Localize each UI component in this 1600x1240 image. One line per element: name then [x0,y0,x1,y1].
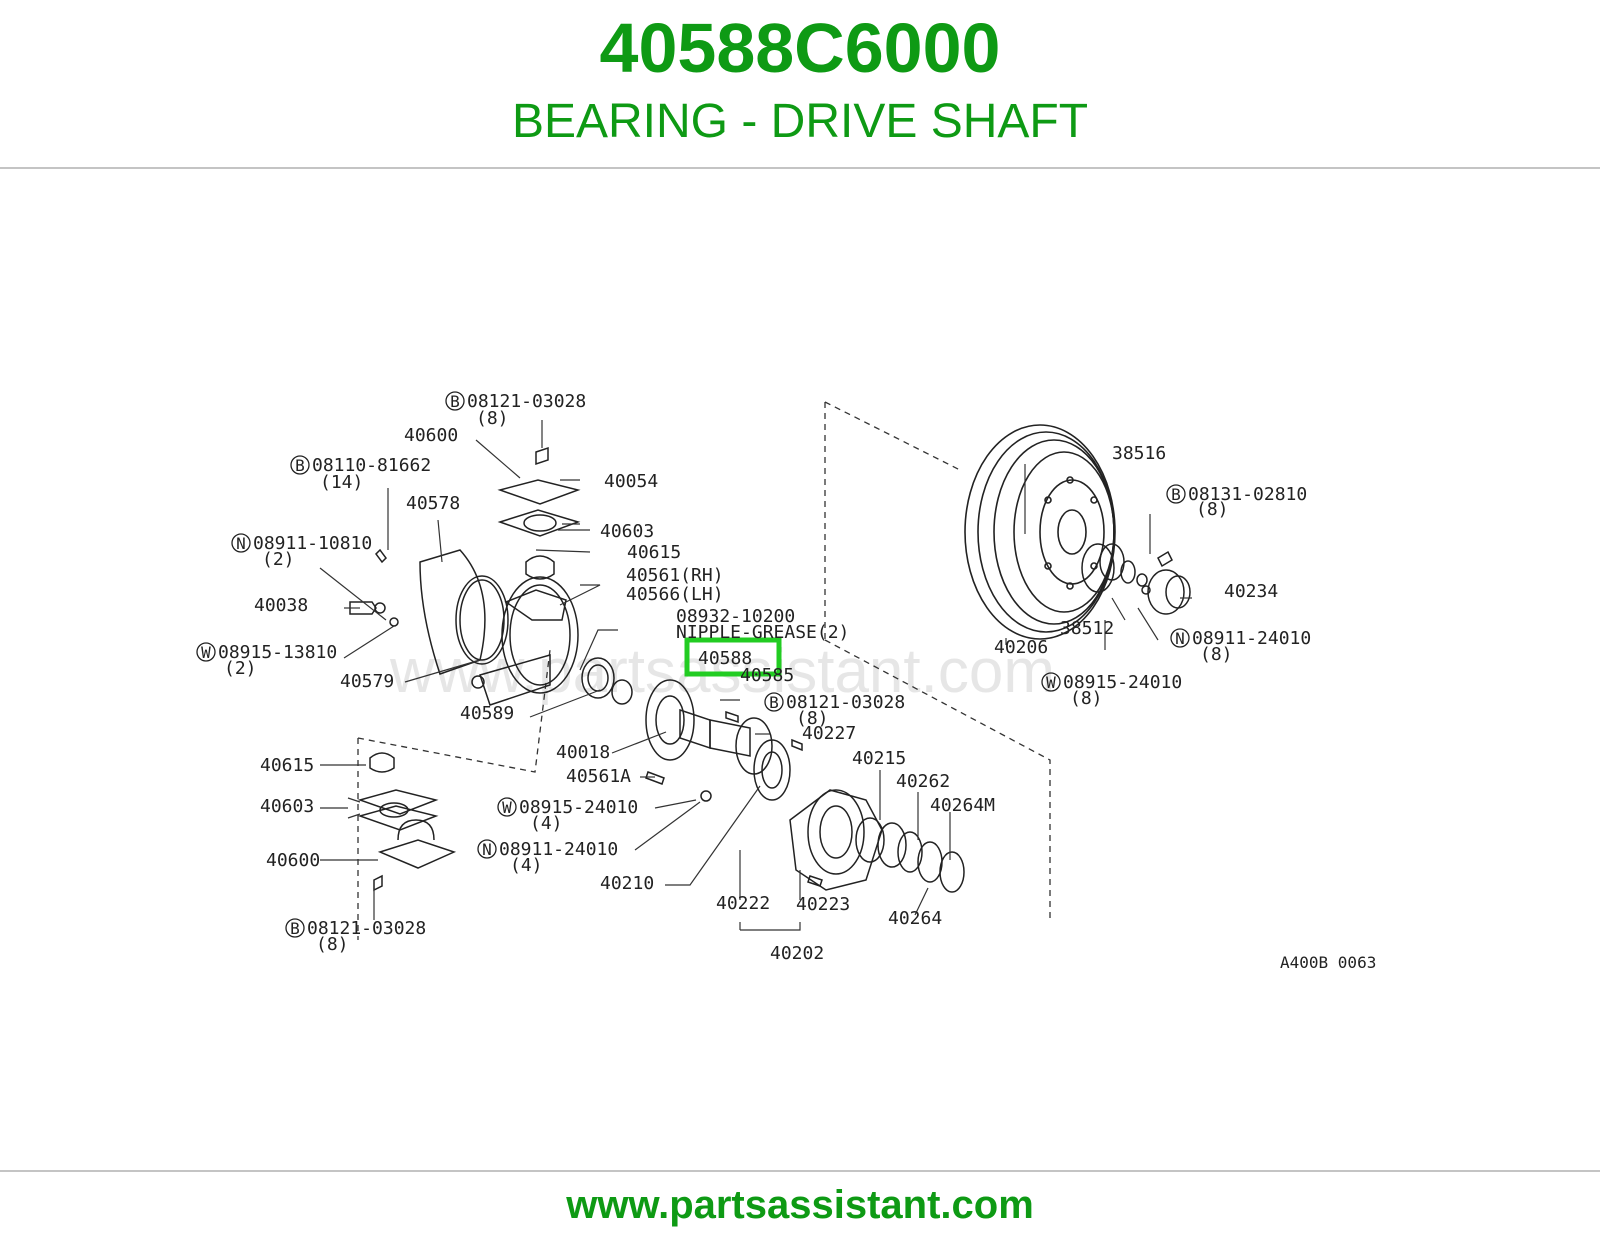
label-40585: 40585 [740,665,794,686]
marker-w: W [201,643,211,662]
marker-n: N [236,534,246,553]
label-qty: (8) [1200,644,1233,665]
label-08911-24010: 08911-24010 [1192,628,1311,649]
label-qty: (4) [530,813,563,834]
label-qty: (8) [316,934,349,955]
label-08911-24010: 08911-24010 [499,839,618,860]
marker-b: B [1171,485,1181,504]
header: 40588C6000 BEARING - DRIVE SHAFT [0,0,1600,168]
label-40054: 40054 [604,471,658,492]
label-08110-81662: 08110-81662 [312,455,431,476]
part-labels: 08121-03028 (8) 40600 08110-81662 (14) 4… [218,391,1311,964]
label-nipple-grease: NIPPLE-GREASE(2) [676,622,849,643]
marker-n: N [1175,629,1185,648]
label-40615: 40615 [627,542,681,563]
label-40588: 40588 [698,648,752,669]
label-08121-03028: 08121-03028 [467,391,586,412]
marker-b: B [450,392,460,411]
label-40578: 40578 [406,493,460,514]
label-40264: 40264 [888,908,942,929]
parts-diagram: www.partsassistant.com [180,340,1420,1010]
label-40210: 40210 [600,873,654,894]
marker-letters: B B N W B W N B B N W [201,392,1185,938]
label-40018: 40018 [556,742,610,763]
label-40579: 40579 [340,671,394,692]
label-40262: 40262 [896,771,950,792]
part-description: BEARING - DRIVE SHAFT [511,95,1089,148]
part-number-title: 40588C6000 [599,9,1001,87]
exploded-view-svg: www.partsassistant.com [196,391,1376,972]
label-qty: (4) [510,855,543,876]
label-40561a: 40561A [566,766,631,787]
dashed-guides [357,401,1051,940]
lower-kingpin-assembly [357,752,457,892]
label-08131-02810: 08131-02810 [1188,484,1307,505]
marker-w: W [1046,673,1056,692]
leader-lines [319,420,1192,931]
header-divider [0,167,1600,169]
hub-assembly-right [1081,543,1191,615]
label-08121-03028: 08121-03028 [307,918,426,939]
label-40600: 40600 [266,850,320,871]
highlight-box [684,637,782,677]
hub-shaft-assembly [581,657,965,893]
diagram-code: A400B 0063 [1280,953,1376,972]
label-08915-24010: 08915-24010 [519,797,638,818]
marker-w: W [502,798,512,817]
footer-url[interactable]: www.partsassistant.com [566,1183,1034,1227]
label-qty: (8) [476,408,509,429]
knuckle-assembly [349,446,581,706]
marker-b: B [290,919,300,938]
label-40603: 40603 [600,521,654,542]
label-qty: (14) [320,472,363,493]
label-08915-24010: 08915-24010 [1063,672,1182,693]
marker-n: N [482,840,492,859]
label-40223: 40223 [796,894,850,915]
marker-b: B [769,693,779,712]
label-40215: 40215 [852,748,906,769]
brake-drum-40206 [964,424,1116,640]
label-08121-03028: 08121-03028 [786,692,905,713]
footer-divider [0,1170,1600,1172]
label-40202: 40202 [770,943,824,964]
label-08915-13810: 08915-13810 [218,642,337,663]
label-08932-10200: 08932-10200 [676,606,795,627]
label-40566-lh: 40566(LH) [626,584,724,605]
label-40603: 40603 [260,796,314,817]
label-qty: (2) [262,549,295,570]
label-qty: (8) [796,708,829,729]
marker-circles [196,391,1190,938]
label-40615: 40615 [260,755,314,776]
label-38512: 38512 [1060,618,1114,639]
label-08911-10810: 08911-10810 [253,533,372,554]
label-38516: 38516 [1112,443,1166,464]
label-40227: 40227 [802,723,856,744]
label-40589: 40589 [460,703,514,724]
label-qty: (8) [1070,688,1103,709]
label-40234: 40234 [1224,581,1278,602]
label-40561-rh: 40561(RH) [626,565,724,586]
marker-b: B [295,456,305,475]
label-40038: 40038 [254,595,308,616]
label-40600: 40600 [404,425,458,446]
label-40206: 40206 [994,637,1048,658]
label-qty: (8) [1196,499,1229,520]
label-qty: (2) [224,658,257,679]
label-40222: 40222 [716,893,770,914]
label-40264m: 40264M [930,795,995,816]
